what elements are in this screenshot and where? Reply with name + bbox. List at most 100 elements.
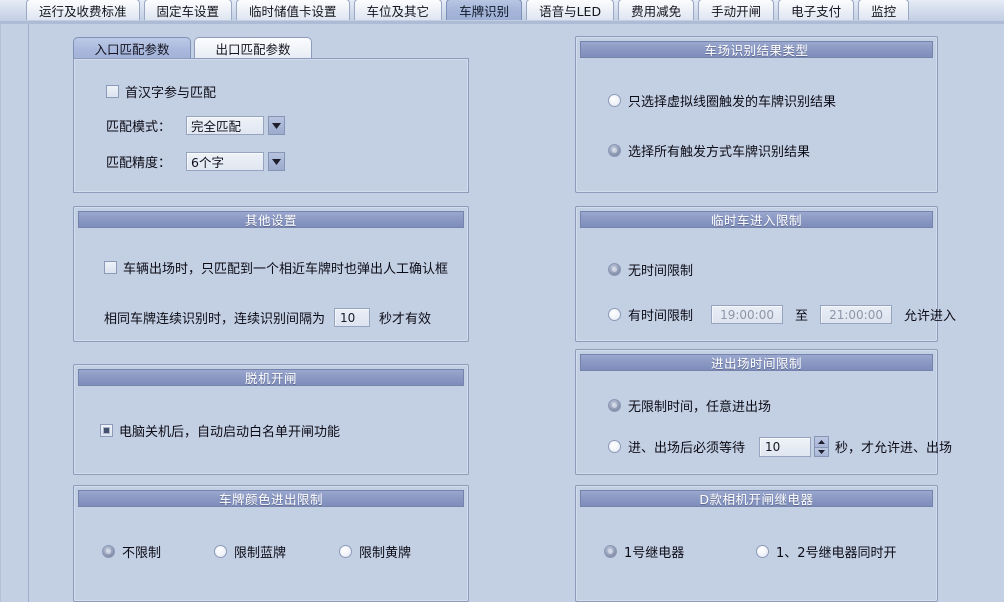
entry-time-suffix: 允许进入 [904,309,957,324]
content-left-rail [28,24,29,602]
tab-voice-and-led[interactable]: 语音与LED [526,0,615,20]
recognition-interval-input[interactable]: 10 [334,308,371,327]
entry-time-to-input[interactable]: 21:00:00 [820,305,893,324]
radio-button[interactable] [608,440,621,453]
radio-limit-yellow-plate[interactable]: 限制黄牌 [339,542,411,561]
camera-relay-title: D款相机开闸继电器 [580,490,933,507]
chevron-down-icon[interactable] [268,116,285,135]
radio-button[interactable] [756,545,769,558]
radio-label: 只选择虚拟线圈触发的车牌识别结果 [628,95,837,110]
wait-seconds-input[interactable]: 10 [759,436,812,457]
tab-parking-space-and-others[interactable]: 车位及其它 [353,0,443,20]
match-precision-field: 匹配精度： 6个字 [106,152,285,171]
plate-color-limit-title: 车牌颜色进出限制 [78,490,464,507]
tab-label: 车位及其它 [366,3,430,19]
first-char-match-checkbox[interactable]: 首汉字参与匹配 [106,82,216,101]
inout-time-limit-title: 进出场时间限制 [580,354,933,371]
recognition-interval-field: 相同车牌连续识别时，连续识别间隔为 10 秒才有效 [104,308,431,327]
wait-seconds-spinner[interactable]: 10 [759,436,830,457]
checkbox-box[interactable] [100,424,113,437]
radio-limit-blue-plate[interactable]: 限制蓝牌 [214,542,286,561]
match-parameters-panel: 入口匹配参数 出口匹配参数 首汉字参与匹配 匹配模式： 完全匹配 匹配精度： [73,37,469,193]
tab-label: 入口匹配参数 [94,42,170,57]
tab-strip-divider [0,21,1004,24]
radio-relay-1-and-2[interactable]: 1、2号继电器同时开 [756,542,897,561]
result-type-body: 只选择虚拟线圈触发的车牌识别结果 选择所有触发方式车牌识别结果 [576,61,937,192]
radio-label: 限制蓝牌 [234,546,287,561]
match-precision-label: 匹配精度： [106,156,172,171]
tab-label: 电子支付 [791,3,842,19]
match-mode-value[interactable]: 完全匹配 [186,116,264,135]
radio-button[interactable] [339,545,352,558]
chevron-down-icon[interactable] [268,152,285,171]
tab-monitoring[interactable]: 监控 [858,0,910,20]
radio-button[interactable] [214,545,227,558]
radio-button[interactable] [608,308,621,321]
radio-label: 不限制 [122,546,162,561]
tab-temp-stored-card-settings[interactable]: 临时储值卡设置 [236,0,350,20]
tab-manual-gate[interactable]: 手动开闸 [698,0,775,20]
radio-label: 有时间限制 [628,309,694,324]
tab-exit-match-params[interactable]: 出口匹配参数 [194,37,312,59]
radio-no-limit[interactable]: 不限制 [102,542,161,561]
plate-color-limit-group: 车牌颜色进出限制 不限制 限制蓝牌 限制黄牌 [73,485,469,602]
spinner-up-icon[interactable] [814,436,830,447]
radio-button[interactable] [102,545,115,558]
inout-time-limit-group: 进出场时间限制 无限制时间，任意进出场 进、出场后必须等待 10 秒，才允许进、… [575,349,952,475]
other-settings-title: 其他设置 [78,211,464,228]
offline-gate-body: 电脑关机后，自动启动白名单开闸功能 [74,389,468,474]
other-settings-body: 车辆出场时，只匹配到一个相近车牌时也弹出人工确认框 相同车牌连续识别时，连续识别… [74,231,468,341]
radio-virtual-loop-only[interactable]: 只选择虚拟线圈触发的车牌识别结果 [608,91,836,110]
tab-electronic-payment[interactable]: 电子支付 [778,0,855,20]
result-type-title: 车场识别结果类型 [580,41,933,58]
tab-operation-fee-standard[interactable]: 运行及收费标准 [26,0,140,20]
entry-time-from-input[interactable]: 19:00:00 [711,305,784,324]
temp-entry-limit-body: 无时间限制 有时间限制 19:00:00 至 21:00:00 允许进入 [576,231,956,341]
plate-recognition-page: 入口匹配参数 出口匹配参数 首汉字参与匹配 匹配模式： 完全匹配 匹配精度： [29,24,1004,602]
radio-has-time-limit[interactable]: 有时间限制 19:00:00 至 21:00:00 允许进入 [608,305,956,324]
tab-label: 语音与LED [539,3,602,19]
tab-entrance-match-params[interactable]: 入口匹配参数 [73,37,191,59]
tab-fee-reduction[interactable]: 费用减免 [618,0,695,20]
match-parameters-tabs[interactable]: 入口匹配参数 出口匹配参数 [73,37,469,59]
window-left-edge [0,24,1,602]
spinner-buttons[interactable] [814,436,830,457]
radio-relay-1[interactable]: 1号继电器 [604,542,684,561]
offline-whitelist-checkbox[interactable]: 电脑关机后，自动启动白名单开闸功能 [100,421,340,440]
radio-must-wait[interactable]: 进、出场后必须等待 10 秒，才允许进、出场 [608,436,952,457]
exit-manual-confirm-checkbox[interactable]: 车辆出场时，只匹配到一个相近车牌时也弹出人工确认框 [104,258,448,277]
temp-entry-limit-title: 临时车进入限制 [580,211,933,228]
spinner-down-icon[interactable] [814,446,830,457]
match-precision-combobox[interactable]: 6个字 [186,152,285,171]
tab-label: 监控 [871,3,897,19]
radio-button[interactable] [608,94,621,107]
other-settings-group: 其他设置 车辆出场时，只匹配到一个相近车牌时也弹出人工确认框 相同车牌连续识别时… [73,206,469,342]
tab-fixed-vehicle-settings[interactable]: 固定车设置 [143,0,233,20]
radio-button[interactable] [608,399,621,412]
main-tab-strip[interactable]: 运行及收费标准 固定车设置 临时储值卡设置 车位及其它 车牌识别 语音与LED … [0,0,1004,21]
tab-label: 手动开闸 [711,3,762,19]
match-mode-combobox[interactable]: 完全匹配 [186,116,285,135]
offline-gate-title: 脱机开闸 [78,369,464,386]
radio-unlimited-time[interactable]: 无限制时间，任意进出场 [608,396,771,415]
radio-label: 限制黄牌 [359,546,412,561]
checkbox-box[interactable] [104,261,117,274]
tab-label: 费用减免 [631,3,682,19]
checkbox-label: 首汉字参与匹配 [125,86,217,101]
offline-gate-group: 脱机开闸 电脑关机后，自动启动白名单开闸功能 [73,364,469,475]
checkbox-label: 车辆出场时，只匹配到一个相近车牌时也弹出人工确认框 [123,262,449,277]
radio-button[interactable] [608,263,621,276]
match-precision-value[interactable]: 6个字 [186,152,264,171]
radio-button[interactable] [604,545,617,558]
camera-relay-group: D款相机开闸继电器 1号继电器 1、2号继电器同时开 [575,485,938,602]
radio-no-time-limit[interactable]: 无时间限制 [608,260,693,279]
match-parameters-body: 首汉字参与匹配 匹配模式： 完全匹配 匹配精度： 6个字 [73,58,469,193]
tab-plate-recognition[interactable]: 车牌识别 [446,0,523,20]
radio-all-trigger-types[interactable]: 选择所有触发方式车牌识别结果 [608,141,810,160]
recognition-interval-prefix: 相同车牌连续识别时，连续识别间隔为 [104,312,326,327]
radio-button[interactable] [608,144,621,157]
tab-label: 运行及收费标准 [39,3,127,19]
radio-label: 进、出场后必须等待 [628,441,746,456]
checkbox-box[interactable] [106,85,119,98]
wait-seconds-suffix: 秒，才允许进、出场 [835,441,953,456]
